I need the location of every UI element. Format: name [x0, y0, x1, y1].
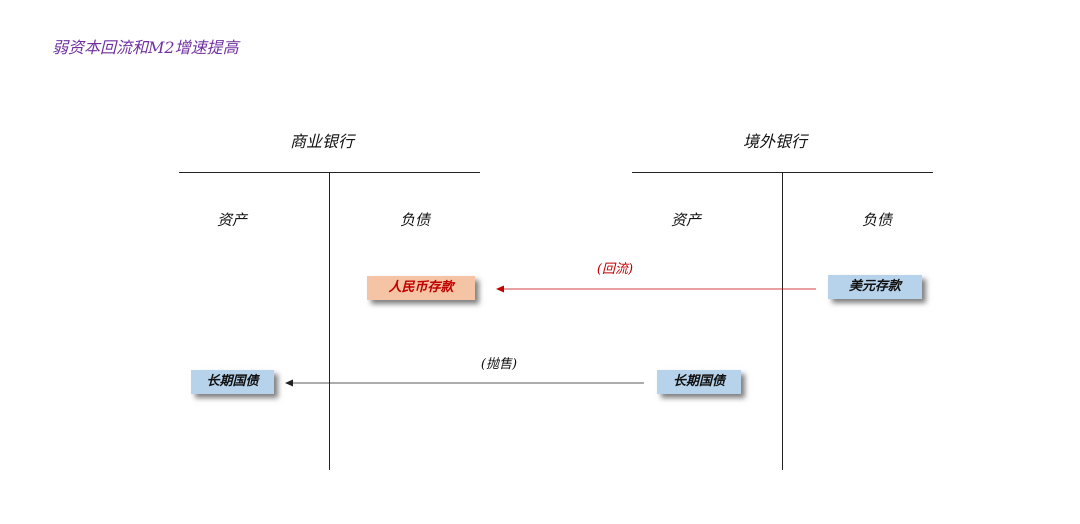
commercial-long-term-bonds-box: 长期国债	[191, 370, 274, 394]
return-flow-arrowhead	[496, 285, 504, 293]
overseas-assets-label: 资产	[670, 211, 702, 229]
commercial-bank-divider	[329, 172, 330, 470]
overseas-liabilities-label: 负债	[861, 211, 893, 229]
sell-flow-label: (抛售)	[480, 357, 518, 372]
overseas-bank-title: 境外银行	[742, 132, 808, 151]
overseas-long-term-bonds-box: 长期国债	[657, 370, 741, 394]
overseas-bank-divider	[782, 172, 783, 470]
sell-flow-arrowhead	[285, 379, 293, 387]
commercial-bank-title: 商业银行	[289, 132, 355, 151]
commercial-assets-label: 资产	[216, 211, 248, 229]
page-title: 弱资本回流和M2增速提高	[52, 38, 239, 57]
return-flow-label: (回流)	[596, 262, 634, 277]
usd-deposit-box: 美元存款	[828, 275, 922, 299]
rmb-deposit-box: 人民币存款	[367, 276, 475, 300]
commercial-liabilities-label: 负债	[399, 211, 431, 229]
